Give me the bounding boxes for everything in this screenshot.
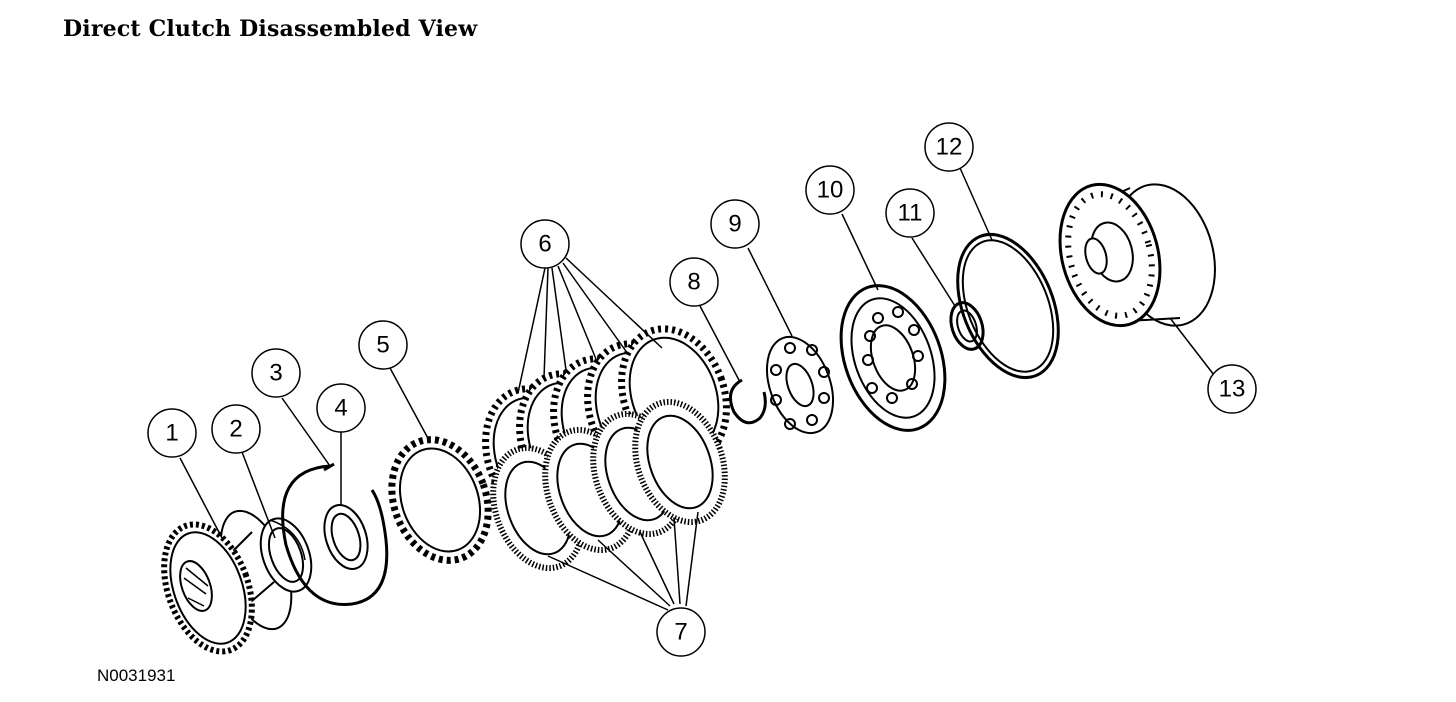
leader-line-11 [911, 237, 956, 307]
leader-line-7a [547, 555, 669, 611]
svg-text:13: 13 [1219, 376, 1246, 403]
callout-7: 7 [656, 607, 706, 657]
leader-line-3 [281, 397, 331, 467]
svg-text:2: 2 [229, 416, 242, 443]
callout-11: 11 [885, 188, 935, 238]
leader-line-7e [685, 511, 699, 607]
part-9-spring-retainer [766, 335, 834, 435]
leader-line-6a [517, 267, 546, 394]
svg-text:6: 6 [538, 231, 551, 258]
leader-line-6c [551, 267, 567, 371]
part-13-clutch-drum [1058, 182, 1216, 328]
svg-text:4: 4 [334, 395, 347, 422]
part-5-plate [388, 436, 492, 564]
callout-6: 6 [520, 219, 570, 269]
callout-4: 4 [316, 383, 366, 433]
leader-line-7c [639, 531, 675, 605]
callout-2: 2 [211, 404, 261, 454]
leader-line-9 [747, 247, 793, 337]
leader-line-1 [179, 457, 223, 539]
leader-line-6e [562, 262, 629, 355]
diagram-title: Direct Clutch Disassembled View [63, 16, 478, 42]
callout-1: 1 [147, 408, 197, 458]
part-7-friction-plates [490, 398, 728, 572]
leader-line-6f [565, 257, 663, 349]
callouts: 1 2 3 4 5 6 7 8 9 10 11 12 13 [147, 122, 1257, 657]
leader-line-2 [241, 451, 276, 539]
callout-12: 12 [924, 122, 974, 172]
part-3-snap-ring [281, 462, 389, 607]
part-10-piston [839, 284, 947, 432]
callout-8: 8 [669, 257, 719, 307]
callout-13: 13 [1207, 364, 1257, 414]
figure-id: N0031931 [97, 666, 176, 685]
part-8-snap-ring [728, 378, 767, 425]
callout-10: 10 [805, 165, 855, 215]
part-12-seal [956, 232, 1060, 380]
leader-line-10 [841, 213, 879, 291]
leader-line-5 [389, 367, 431, 443]
svg-text:11: 11 [898, 200, 923, 227]
leader-lines [179, 167, 1215, 611]
leader-line-7b [597, 539, 671, 607]
svg-text:5: 5 [376, 332, 389, 359]
svg-text:10: 10 [817, 177, 844, 204]
svg-text:9: 9 [728, 211, 741, 238]
svg-text:12: 12 [936, 134, 963, 161]
callout-3: 3 [251, 348, 301, 398]
callout-9: 9 [710, 199, 760, 249]
svg-text:7: 7 [674, 619, 687, 646]
part-4-ring [323, 504, 369, 570]
svg-text:1: 1 [165, 420, 178, 447]
leader-line-6b [543, 267, 549, 379]
leader-line-8 [699, 305, 741, 383]
leader-line-12 [959, 167, 993, 241]
svg-text:3: 3 [269, 360, 282, 387]
callout-5: 5 [358, 320, 408, 370]
leader-line-6d [557, 265, 599, 365]
svg-text:8: 8 [687, 269, 700, 296]
leader-line-7d [673, 517, 681, 605]
leader-line-13 [1169, 317, 1215, 376]
